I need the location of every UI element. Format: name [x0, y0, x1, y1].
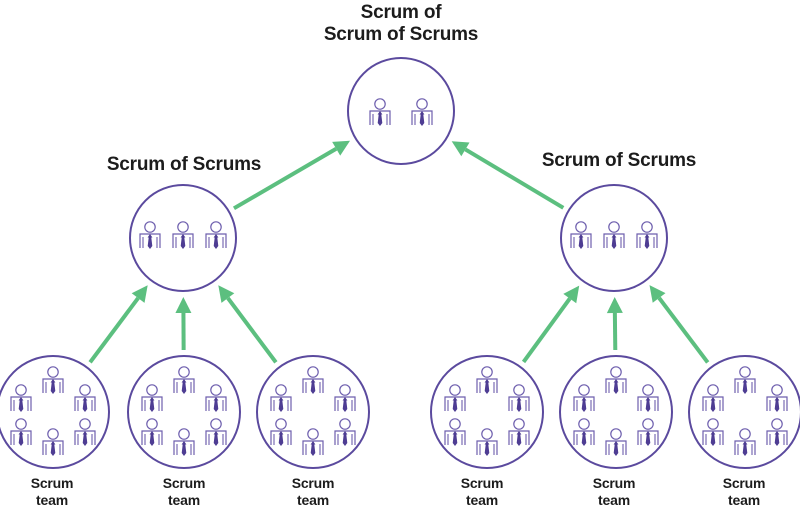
top-title-line1: Scrum of [324, 2, 478, 24]
arrow-up-icon [175, 297, 191, 313]
arrow-team-1-to-sos_left [90, 285, 148, 362]
arrow-team-2-to-sos_left [175, 297, 191, 350]
arrow-team-6-to-sos_right [649, 285, 707, 362]
arrow-shaft [524, 299, 570, 362]
team-2-node [128, 356, 240, 468]
team-label-line2: team [163, 492, 206, 509]
team-label-line1: Scrum [593, 475, 636, 492]
arrow-team-4-to-sos_right [524, 286, 580, 362]
team-3-node [257, 356, 369, 468]
team-3-label: Scrum team [292, 475, 335, 509]
sos-left-node [130, 185, 236, 291]
top-title-line2: Scrum of Scrums [324, 24, 478, 46]
team-label-line1: Scrum [163, 475, 206, 492]
team-6-label: Scrum team [723, 475, 766, 509]
arrow-team-5-to-sos_right [607, 297, 623, 350]
team-4-node [431, 356, 543, 468]
team-label-line1: Scrum [292, 475, 335, 492]
nodes-layer [0, 58, 800, 468]
team-5-node [560, 356, 672, 468]
arrow-shaft [228, 298, 276, 362]
team-6-node [689, 356, 800, 468]
sos-left-title: Scrum of Scrums [107, 154, 261, 176]
team-label-line2: team [461, 492, 504, 509]
arrow-shaft [90, 298, 138, 362]
team-1-node [0, 356, 109, 468]
arrow-up-icon [563, 286, 579, 304]
team-2-label: Scrum team [163, 475, 206, 509]
arrow-up-icon [607, 297, 623, 313]
top-node-title: Scrum of Scrum of Scrums [324, 2, 478, 46]
top-node-circle [348, 58, 454, 164]
sos-right-title: Scrum of Scrums [542, 150, 696, 172]
team-label-line2: team [292, 492, 335, 509]
top-node [348, 58, 454, 164]
team-label-line2: team [31, 492, 74, 509]
team-label-line2: team [593, 492, 636, 509]
arrow-shaft [659, 298, 708, 363]
team-4-label: Scrum team [461, 475, 504, 509]
sos-right-node [561, 185, 667, 291]
team-label-line1: Scrum [31, 475, 74, 492]
team-5-label: Scrum team [593, 475, 636, 509]
team-label-line1: Scrum [723, 475, 766, 492]
arrow-team-3-to-sos_left [218, 285, 276, 362]
team-1-label: Scrum team [31, 475, 74, 509]
team-label-line1: Scrum [461, 475, 504, 492]
team-label-line2: team [723, 492, 766, 509]
